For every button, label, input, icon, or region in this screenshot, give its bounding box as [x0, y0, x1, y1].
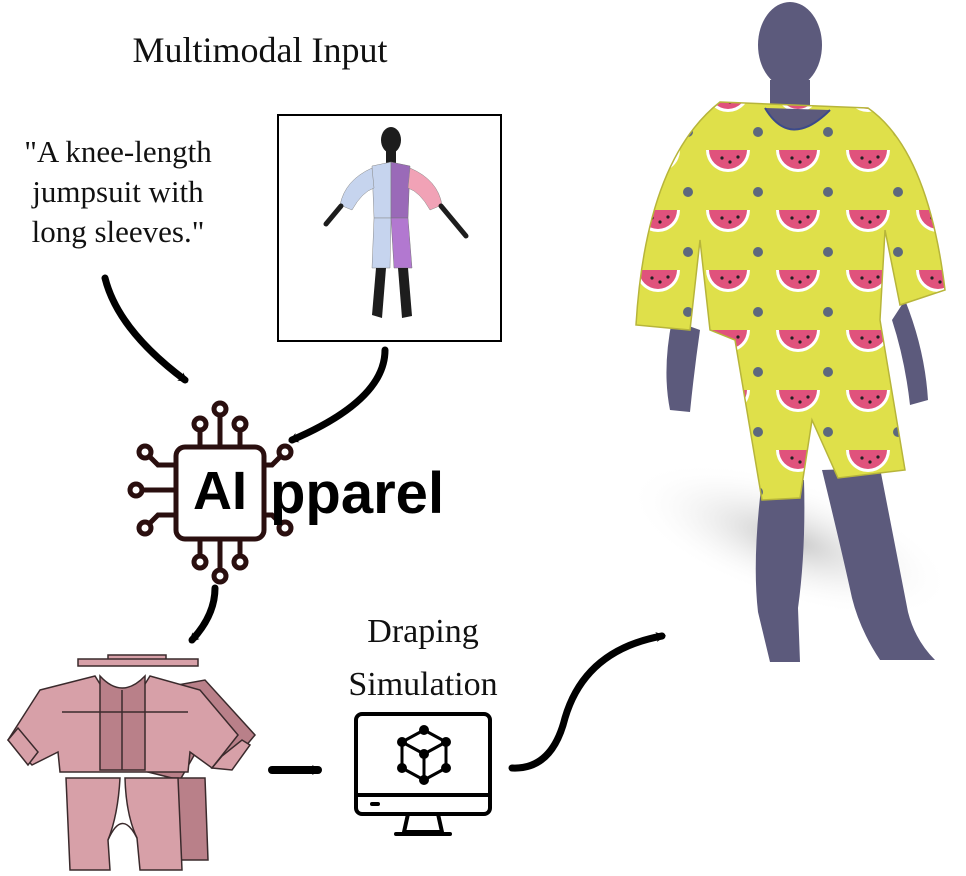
sewing-pattern: [7, 654, 256, 871]
cube-icon: [397, 725, 451, 785]
input-image: [277, 114, 502, 342]
input-title: Multimodal Input: [133, 30, 388, 70]
image-to-model-arrow: [288, 346, 389, 444]
chip-label: AI: [193, 461, 247, 521]
text-to-model-arrow: [101, 274, 189, 384]
ai-chip-icon: [127, 400, 294, 585]
text-prompt-line: jumpsuit with: [31, 174, 204, 209]
simulation-label: Draping Simulation: [348, 613, 497, 703]
simulation-label-line: Simulation: [348, 666, 497, 703]
aipparel-logo: AI pparel: [127, 400, 444, 585]
monitor-cube-icon: [354, 712, 492, 836]
jumpsuit: [635, 101, 946, 501]
model-to-pattern-arrow: [188, 584, 219, 644]
simulation-label-line: Draping: [367, 613, 478, 650]
text-prompt: "A knee-length jumpsuit with long sleeve…: [24, 134, 212, 249]
draped-garment-render: [627, 2, 953, 662]
logo-suffix: pparel: [270, 461, 444, 526]
text-prompt-line: long sleeves.": [32, 214, 205, 249]
simulation-to-output-arrow: [508, 632, 666, 772]
input-mannequin: [323, 127, 469, 318]
output-mannequin: [666, 2, 935, 662]
text-prompt-line: "A knee-length: [24, 134, 212, 169]
